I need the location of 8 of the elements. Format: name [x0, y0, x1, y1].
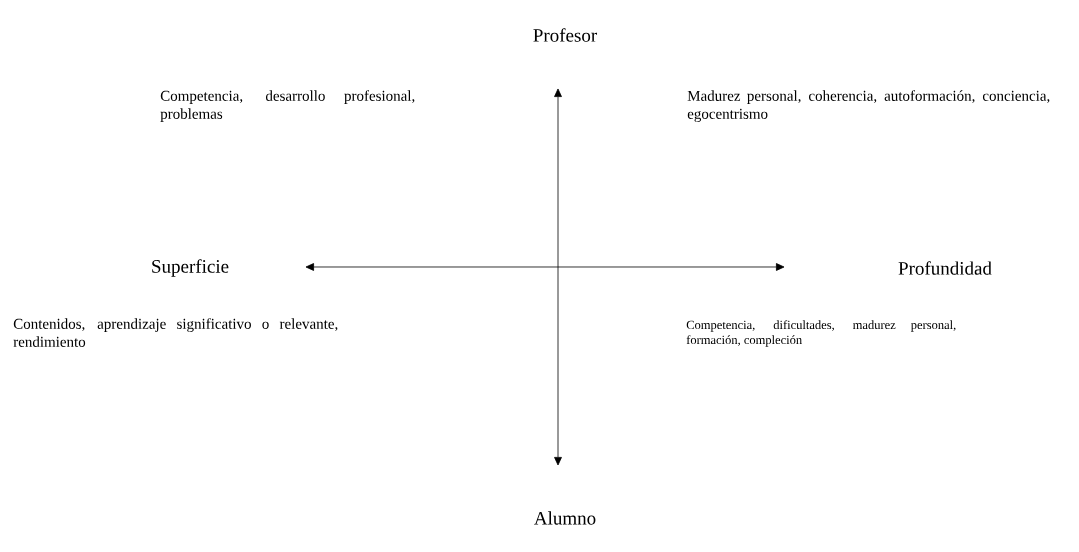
- quadrant-note: Competencia, dificultades, madurez personal, formación, compleción: [686, 320, 956, 347]
- axis-label: Profesor: [533, 28, 597, 42]
- axis-label: Profundidad: [898, 261, 992, 275]
- axis-label: Superficie: [152, 259, 229, 277]
- quadrant-note: Madurez personal, coherencia, autoformación, conciencia, egocentrismo: [687, 90, 1050, 122]
- axis-label: Alumno: [534, 511, 596, 525]
- quadrant-note: Competencia, desarrollo profesional, problemas: [160, 90, 415, 122]
- quadrant-note: Contenidos, aprendizaje significativo o relevante, rendimiento: [13, 318, 338, 347]
